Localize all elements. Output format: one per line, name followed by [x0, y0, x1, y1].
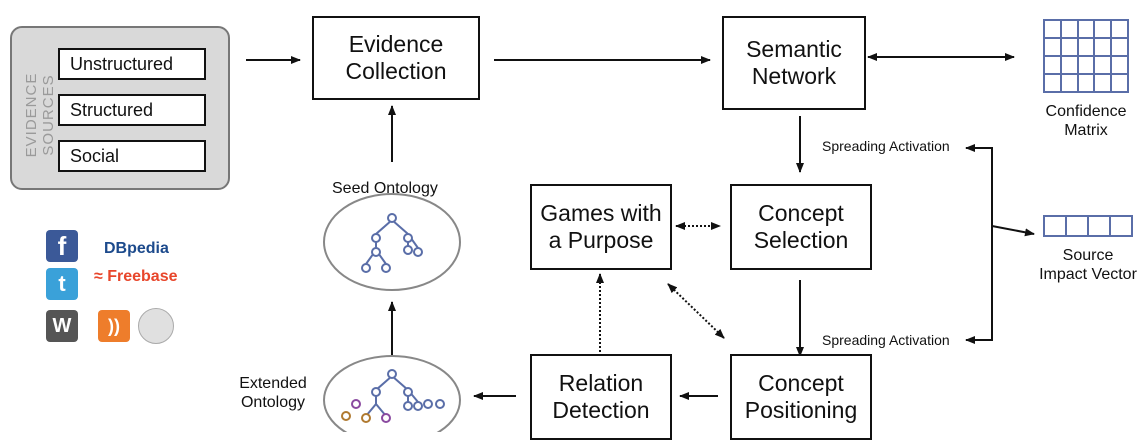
semantic-network-box: Semantic Network: [722, 16, 866, 110]
extended-ontology-ellipse: [323, 355, 461, 432]
seed-ontology-label: Seed Ontology: [332, 180, 438, 197]
wikipedia-logo-icon: [138, 308, 174, 344]
source-impact-vector-icon: [1043, 215, 1133, 237]
games-with-purpose-line2: a Purpose: [548, 227, 654, 253]
arrow-bracket-to-vector: [991, 225, 1035, 237]
freebase-logo: ≈ Freebase: [94, 268, 178, 285]
twitter-logo-icon: t: [46, 268, 78, 300]
games-with-purpose-line1: Games with: [540, 200, 662, 226]
relation-detection-line2: Detection: [552, 397, 650, 423]
relation-detection-box: Relation Detection: [530, 354, 672, 440]
confidence-matrix-icon: [1043, 19, 1129, 93]
evidence-collection-line1: Evidence: [348, 31, 444, 57]
source-impact-vector-label: Source Impact Vector: [1030, 246, 1146, 284]
semantic-network-line2: Network: [751, 63, 837, 89]
concept-selection-line2: Selection: [753, 227, 849, 253]
source-social: Social: [58, 140, 206, 172]
seed-ontology-ellipse: [323, 193, 461, 291]
extended-ontology-line1: Extended: [239, 375, 307, 392]
semantic-network-line1: Semantic: [746, 36, 842, 62]
evidence-collection-box: Evidence Collection: [312, 16, 480, 100]
rss-logo-icon: )): [98, 310, 130, 342]
spreading-activation-label-1: Spreading Activation: [822, 138, 950, 154]
relation-detection-line1: Relation: [558, 370, 644, 396]
facebook-logo-icon: f: [46, 230, 78, 262]
concept-positioning-line1: Concept: [758, 370, 844, 396]
concept-positioning-line2: Positioning: [744, 397, 858, 423]
confidence-matrix-line2: Matrix: [1064, 122, 1108, 139]
source-unstructured: Unstructured: [58, 48, 206, 80]
source-impact-vector-line1: Source: [1062, 247, 1114, 264]
concept-selection-line1: Concept: [758, 200, 844, 226]
confidence-matrix-label: Confidence Matrix: [1030, 102, 1142, 140]
extended-ontology-label: Extended Ontology: [228, 374, 318, 412]
dotted-gwap-positioning: [667, 283, 725, 339]
concept-selection-box: Concept Selection: [730, 184, 872, 270]
freebase-label: Freebase: [107, 268, 178, 285]
source-impact-vector-line2: Impact Vector: [1039, 266, 1137, 283]
concept-positioning-box: Concept Positioning: [730, 354, 872, 440]
confidence-matrix-line1: Confidence: [1045, 103, 1127, 120]
seed-ontology-tree-icon: [361, 213, 423, 273]
games-with-purpose-box: Games with a Purpose: [530, 184, 672, 270]
spreading-activation-label-2: Spreading Activation: [822, 332, 950, 348]
source-structured: Structured: [58, 94, 206, 126]
dbpedia-logo: DBpedia: [104, 240, 169, 257]
extended-ontology-tree-icon: [341, 369, 445, 423]
bracket-impact-vector: [966, 147, 993, 341]
extended-ontology-line2: Ontology: [240, 394, 306, 411]
evidence-sources-label: EVIDENCE SOURCES: [23, 72, 57, 158]
evidence-collection-line2: Collection: [345, 58, 447, 84]
wordpress-logo-icon: W: [46, 310, 78, 342]
